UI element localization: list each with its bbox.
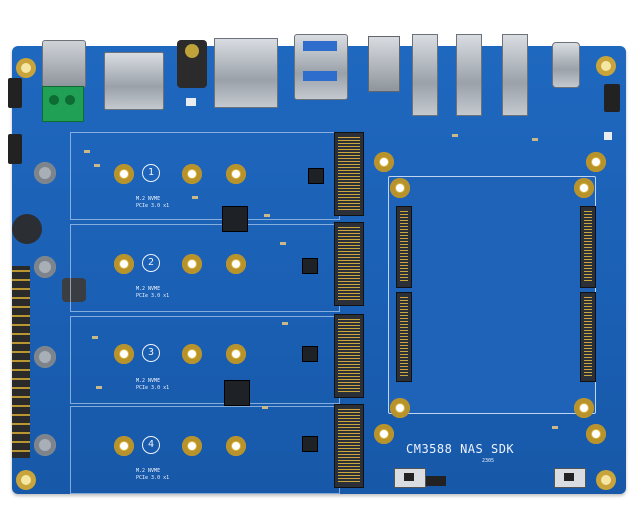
smd-8 (96, 386, 102, 389)
slot1-hole-b (182, 164, 202, 184)
slot-number-4: 4 (142, 436, 160, 454)
m2-connector-3 (334, 314, 364, 398)
small-chip-1 (302, 258, 318, 274)
terminal-block (42, 86, 84, 122)
slot2-hole-c (226, 254, 246, 274)
cm-connector-right-bottom (580, 292, 596, 382)
slot2-hole-a (114, 254, 134, 274)
cm-connector-right-top (580, 206, 596, 288)
slot4-hole-b (182, 436, 202, 456)
m2-connector-1 (334, 132, 364, 216)
gpio-header (12, 266, 30, 458)
microsd-slot (104, 52, 164, 110)
compute-module-area (388, 176, 596, 414)
smd-4 (264, 214, 270, 217)
pcie-switch-chip-2 (224, 380, 250, 406)
standoff-2 (34, 256, 56, 278)
slot-number-3: 3 (142, 344, 160, 362)
side-button-2 (8, 134, 22, 164)
led-1 (186, 98, 196, 106)
smd-2 (94, 164, 100, 167)
smd-10 (532, 138, 538, 141)
hdmi-port-4 (502, 34, 528, 116)
led-2 (604, 132, 612, 140)
usb-c-port (552, 42, 580, 88)
cm-connector-left-top (396, 206, 412, 288)
m2-connector-4 (334, 404, 364, 488)
slot3-hole-b (182, 344, 202, 364)
mount-hole-top-right (596, 56, 616, 76)
cm-hole-3 (574, 178, 594, 198)
slot3-hole-a (114, 344, 134, 364)
m2-slot-area-2 (70, 224, 340, 312)
smd-11 (552, 426, 558, 429)
slot1-hole-c (226, 164, 246, 184)
small-chip-4 (308, 168, 324, 184)
cm-hole-5 (390, 398, 410, 418)
slot4-hole-c (226, 436, 246, 456)
smd-9 (452, 134, 458, 137)
hdmi-port-2 (412, 34, 438, 116)
mount-hole-bottom-right (596, 470, 616, 490)
slot3-hole-c (226, 344, 246, 364)
usb-a-port (294, 34, 348, 100)
hdmi-port-3 (456, 34, 482, 116)
hdmi-port-1 (368, 36, 400, 92)
small-chip-3 (302, 436, 318, 452)
m2-slot-area-4 (70, 406, 340, 494)
m2-slot-area-3 (70, 316, 340, 404)
side-button-right (604, 84, 620, 112)
mount-hole-bottom-left (16, 470, 36, 490)
cm-connector-left-bottom (396, 292, 412, 382)
smd-6 (282, 322, 288, 325)
smd-5 (280, 242, 286, 245)
cm-hole-7 (374, 424, 394, 444)
standoff-4 (34, 434, 56, 456)
ethernet-port (214, 38, 278, 108)
bottom-switch (426, 476, 446, 486)
board-year-code: 2305 (482, 458, 495, 464)
inductor (62, 278, 86, 302)
dc-power-jack (42, 40, 86, 88)
audio-jack (177, 40, 207, 88)
slot2-hole-b (182, 254, 202, 274)
bottom-button-2 (554, 468, 586, 488)
slot1-hole-a (114, 164, 134, 184)
standoff-3 (34, 346, 56, 368)
m2-connector-2 (334, 222, 364, 306)
cm-hole-6 (574, 398, 594, 418)
bottom-button-1 (394, 468, 426, 488)
smd-12 (262, 406, 268, 409)
cm-hole-2 (390, 178, 410, 198)
smd-3 (192, 196, 198, 199)
smd-7 (92, 336, 98, 339)
pcie-switch-chip-1 (222, 206, 248, 232)
cm-hole-4 (586, 152, 606, 172)
slot4-hole-a (114, 436, 134, 456)
smd-1 (84, 150, 90, 153)
slot-number-1: 1 (142, 164, 160, 182)
slot-number-2: 2 (142, 254, 160, 272)
standoff-1 (34, 162, 56, 184)
cm-hole-8 (586, 424, 606, 444)
cm-hole-1 (374, 152, 394, 172)
buzzer (12, 214, 42, 244)
board-title: CM3588 NAS SDK (406, 442, 515, 456)
small-chip-2 (302, 346, 318, 362)
side-button-1 (8, 78, 22, 108)
mount-hole-top-left (16, 58, 36, 78)
m2-slot-area-1 (70, 132, 340, 220)
